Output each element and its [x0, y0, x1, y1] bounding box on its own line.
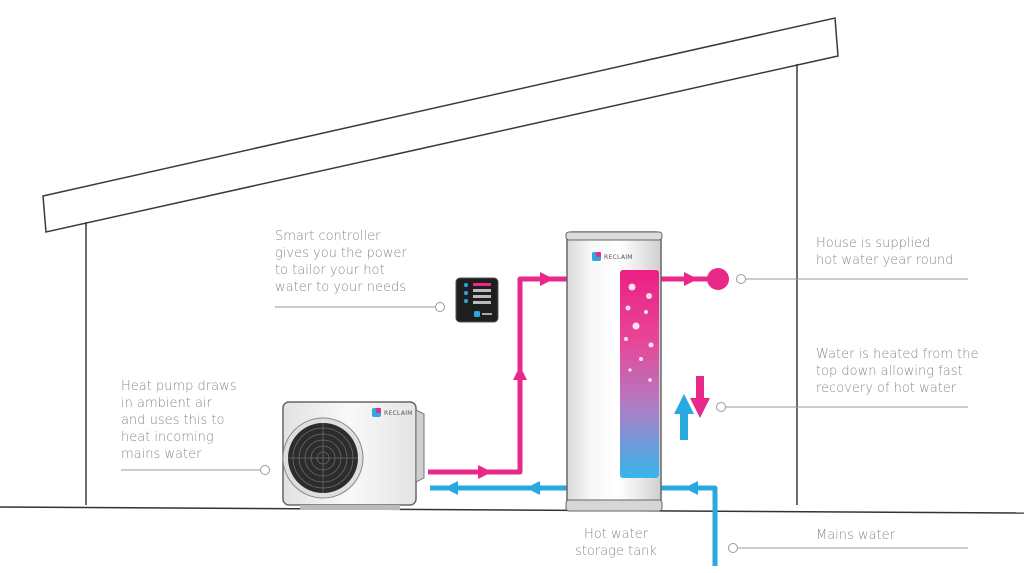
storage-tank-label: Hot water storage tank [575, 527, 657, 559]
cold-arrow-left-1 [684, 481, 698, 495]
leader-lines [121, 274, 968, 553]
smart-controller [455, 277, 499, 323]
hot-arrow-right-1 [478, 465, 492, 479]
cold-arrow-left-2 [526, 481, 540, 495]
smart-controller-label: Smart controller gives you the power to … [275, 229, 407, 295]
heat-pump-brand-logo: RECLAIM [372, 408, 413, 417]
storage-tank: RECLAIM [565, 231, 663, 512]
tank-top-band [565, 231, 663, 241]
cold-arrow-left-3 [444, 481, 458, 495]
tank-brand-text: RECLAIM [604, 254, 633, 261]
ground-line [0, 506, 1024, 514]
tank-bottom-band [565, 499, 663, 512]
heat-pump-label: Heat pump draws in ambient air and uses … [121, 379, 237, 462]
heat-pump-brand-text: RECLAIM [384, 410, 413, 417]
tank-bubbles [624, 283, 654, 382]
water-heated-label: Water is heated from the top down allowi… [816, 347, 979, 396]
hot-outlet-tap [707, 268, 729, 290]
cold-pipe-mains-in [660, 485, 718, 566]
controller-display-icon [464, 283, 492, 317]
fan-grille-rings [288, 423, 358, 493]
hot-arrow-right-3 [684, 272, 698, 286]
hot-arrow-up [513, 366, 527, 380]
heating-direction-icon [674, 376, 710, 440]
tank-water-window [620, 270, 659, 478]
heat-pump-unit: RECLAIM [282, 401, 425, 510]
mains-water-label: Mains water [816, 528, 895, 543]
heat-pump-side-valve [415, 409, 425, 483]
hot-arrow-right-2 [540, 272, 554, 286]
hot-down-arrow-icon [690, 376, 710, 418]
house-supplied-label: House is supplied hot water year round [816, 236, 954, 268]
tank-brand-logo: RECLAIM [592, 252, 633, 261]
cold-up-arrow-icon [674, 394, 694, 440]
roof [42, 17, 839, 233]
hot-flow-arrows [478, 268, 729, 479]
heat-pump-feet [300, 505, 400, 510]
house-outline [0, 17, 1024, 514]
cold-flow-arrows [444, 481, 698, 495]
